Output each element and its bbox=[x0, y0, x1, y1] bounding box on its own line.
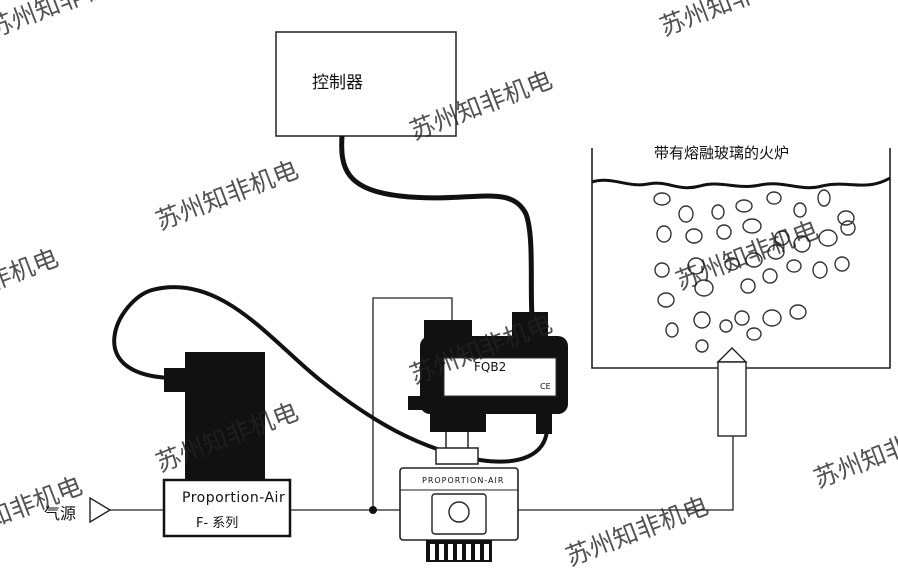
bubble bbox=[793, 202, 807, 218]
pipe-feedback-loop bbox=[372, 297, 453, 510]
sensor-model-label: FQB2 bbox=[474, 360, 507, 374]
f-series-label-box bbox=[162, 478, 292, 538]
valve-fin bbox=[430, 544, 435, 560]
bubble bbox=[653, 192, 671, 206]
bubble bbox=[762, 268, 778, 284]
bubble bbox=[734, 310, 750, 326]
bubble bbox=[766, 191, 782, 205]
air-source-label: 气源 bbox=[44, 504, 77, 523]
bubble bbox=[774, 230, 790, 246]
ce-mark: CE bbox=[540, 382, 551, 391]
bubble bbox=[840, 220, 856, 236]
f-series-subtitle: F- 系列 bbox=[196, 516, 239, 531]
valve-base-fins bbox=[430, 544, 489, 560]
bubble bbox=[657, 292, 675, 308]
bubble bbox=[767, 244, 785, 260]
molten-glass-surface bbox=[591, 176, 891, 190]
valve-fin bbox=[466, 544, 471, 560]
valve-fin bbox=[475, 544, 480, 560]
sensor-top-connector bbox=[512, 312, 548, 338]
sensor-label-plate bbox=[443, 357, 557, 397]
bubble bbox=[762, 309, 782, 327]
bubble bbox=[716, 224, 732, 240]
valve-port bbox=[448, 501, 470, 523]
bubble bbox=[685, 228, 703, 244]
pipe-to-nozzle bbox=[515, 436, 734, 511]
valve-fin bbox=[484, 544, 489, 560]
bubble bbox=[745, 252, 763, 268]
bubble bbox=[711, 204, 725, 220]
f-series-title: Proportion-Air bbox=[182, 490, 286, 506]
controller-label: 控制器 bbox=[312, 73, 363, 93]
bubble bbox=[786, 259, 802, 273]
bubble bbox=[812, 261, 828, 279]
bubble bbox=[789, 304, 807, 320]
bubble bbox=[694, 279, 714, 297]
sensor-bottom-block bbox=[430, 410, 486, 432]
pipe-junction bbox=[369, 506, 377, 514]
bubble bbox=[687, 257, 705, 275]
f-series-cable bbox=[112, 285, 549, 464]
bubble bbox=[678, 205, 694, 223]
controller-cable bbox=[339, 135, 535, 319]
bubble bbox=[746, 327, 762, 341]
bubble bbox=[695, 339, 709, 353]
bubble bbox=[654, 262, 670, 278]
bubble bbox=[837, 210, 855, 226]
bubble bbox=[834, 256, 850, 272]
sensor-right-tab bbox=[536, 410, 552, 434]
f-series-connector bbox=[164, 368, 186, 392]
valve-brand-label: PROPORTION-AIR bbox=[422, 476, 505, 485]
controller-box bbox=[275, 31, 457, 137]
furnace-nozzle bbox=[716, 347, 748, 363]
sensor-side-tab bbox=[408, 396, 422, 410]
f-series-upper bbox=[185, 352, 265, 480]
bubble bbox=[793, 235, 811, 253]
bubble bbox=[693, 311, 711, 329]
valve-cap bbox=[435, 447, 479, 465]
valve-fin bbox=[439, 544, 444, 560]
bubble bbox=[817, 189, 831, 207]
bubble bbox=[724, 257, 740, 271]
glass-bubbles bbox=[653, 189, 856, 353]
bubble bbox=[656, 225, 672, 243]
nozzle-tube bbox=[717, 361, 747, 437]
bubble bbox=[742, 218, 762, 234]
bubble bbox=[740, 278, 756, 294]
valve-fin bbox=[448, 544, 453, 560]
furnace-label: 带有熔融玻璃的火炉 bbox=[654, 144, 790, 162]
bubble bbox=[665, 322, 679, 338]
bubble bbox=[735, 199, 753, 213]
bubble bbox=[719, 319, 733, 333]
bubble bbox=[818, 229, 838, 247]
air-source-symbol bbox=[89, 496, 112, 524]
valve-fin bbox=[457, 544, 462, 560]
